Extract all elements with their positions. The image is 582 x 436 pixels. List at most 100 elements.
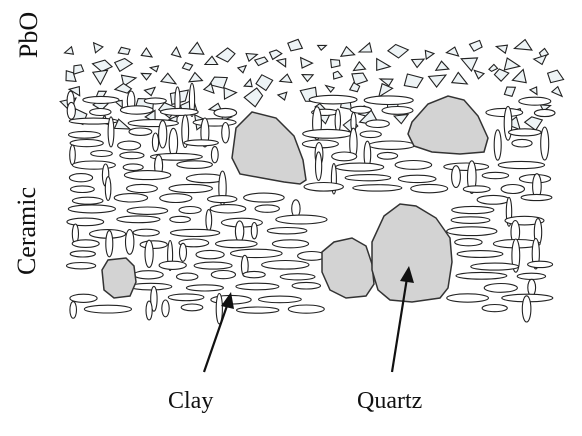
pbo-flake — [534, 55, 547, 65]
pbo-flake — [333, 71, 342, 79]
pbo-flake — [436, 61, 449, 70]
clay-particle — [72, 161, 115, 169]
clay-particle — [251, 223, 257, 239]
clay-label: Clay — [168, 388, 213, 415]
clay-particle — [452, 166, 461, 188]
clay-particle — [304, 183, 343, 192]
ceramic-label: Ceramic — [12, 176, 42, 286]
pbo-flake — [277, 59, 286, 67]
quartz-grain — [232, 112, 306, 184]
clay-particle — [216, 240, 258, 248]
clay-particle — [168, 294, 204, 301]
clay-particle — [170, 216, 191, 222]
clay-particle — [398, 175, 436, 182]
pbo-flake — [425, 51, 434, 60]
clay-particle — [211, 271, 235, 279]
clay-particle — [169, 184, 212, 192]
clay-particle — [455, 239, 482, 246]
pbo-flake — [331, 59, 340, 67]
clay-particle — [267, 228, 307, 234]
clay-layer — [67, 83, 556, 324]
pbo-flake — [412, 59, 424, 67]
clay-particle — [504, 106, 512, 140]
clay-particle — [114, 194, 147, 202]
clay-particle — [222, 123, 230, 143]
clay-particle — [71, 186, 95, 193]
clay-particle — [360, 131, 381, 138]
clay-particle — [309, 95, 357, 104]
clay-particle — [345, 175, 391, 181]
clay-particle — [179, 207, 201, 214]
clay-particle — [91, 151, 113, 157]
clay-particle — [70, 140, 103, 147]
clay-particle — [353, 185, 402, 191]
clay-particle — [262, 261, 309, 270]
clay-particle — [127, 184, 158, 192]
clay-particle — [498, 161, 544, 168]
clay-particle — [70, 294, 97, 302]
clay-particle — [128, 120, 178, 127]
clay-particle — [236, 283, 279, 290]
pbo-flake — [216, 48, 235, 62]
clay-particle — [133, 229, 159, 236]
pbo-flake — [270, 50, 282, 59]
pbo-flake — [256, 75, 273, 91]
clay-particle — [124, 171, 170, 180]
clay-particle — [463, 186, 490, 193]
clay-particle — [457, 251, 503, 258]
pbo-flake — [461, 58, 477, 71]
pbo-flake — [379, 84, 393, 97]
clay-particle — [84, 305, 131, 313]
clay-particle — [171, 229, 220, 236]
clay-particle — [177, 161, 213, 169]
clay-particle — [106, 231, 113, 257]
pbo-flake — [141, 48, 152, 57]
clay-particle — [108, 117, 114, 147]
clay-particle — [180, 243, 187, 261]
pbo-flake — [172, 47, 181, 57]
pbo-flake — [288, 39, 303, 51]
pbo-label: PbO — [14, 0, 44, 70]
quartz-grain — [408, 96, 488, 154]
clay-particle — [145, 240, 153, 267]
clay-particle — [369, 141, 415, 149]
clay-particle — [519, 97, 551, 105]
quartz-label: Quartz — [357, 388, 422, 415]
clay-particle — [90, 109, 111, 116]
quartz-grain — [372, 204, 452, 302]
clay-particle — [130, 283, 172, 290]
pbo-flake — [394, 115, 408, 124]
clay-particle — [208, 196, 237, 203]
clay-particle — [144, 98, 166, 104]
pbo-flake — [377, 59, 391, 71]
clay-particle — [292, 282, 320, 289]
clay-particle — [395, 161, 432, 170]
pbo-flake — [318, 45, 327, 50]
clay-particle — [447, 294, 489, 302]
clay-particle — [214, 108, 237, 117]
clay-particle — [335, 109, 340, 132]
pbo-flake — [93, 60, 113, 71]
pbo-flake — [115, 59, 133, 72]
clay-particle — [534, 109, 555, 116]
clay-particle — [541, 127, 549, 160]
clay-particle — [316, 152, 322, 181]
clay-particle — [160, 194, 192, 203]
clay-particle — [69, 174, 92, 182]
clay-particle — [494, 130, 501, 160]
clay-particle — [522, 296, 531, 322]
clay-particle — [181, 304, 203, 311]
clay-particle — [177, 273, 198, 280]
clay-particle — [512, 139, 532, 147]
clay-particle — [237, 307, 279, 313]
quartz-grain — [322, 238, 374, 298]
pbo-layer — [60, 39, 563, 132]
pbo-flake — [205, 56, 218, 64]
pbo-flake — [326, 86, 335, 93]
clay-particle — [72, 240, 99, 248]
clay-particle — [477, 195, 509, 204]
pbo-flake — [514, 40, 532, 51]
clay-particle — [272, 240, 308, 248]
clay-particle — [509, 129, 542, 136]
